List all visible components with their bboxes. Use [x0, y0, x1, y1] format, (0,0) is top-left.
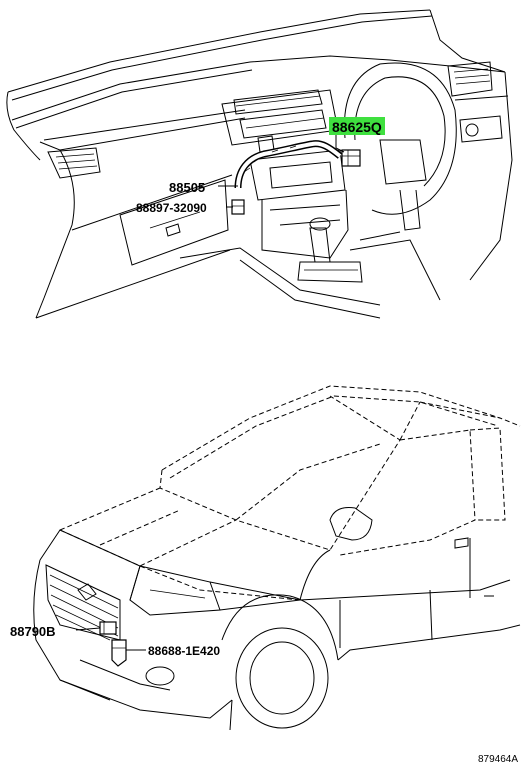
vehicle-illustration	[33, 385, 521, 731]
callout-88790B-label: 88790B	[10, 624, 56, 639]
callout-88688-1E420[interactable]: 88688-1E420	[148, 644, 220, 658]
callout-88625Q-label: 88625Q	[332, 119, 382, 135]
callout-88688-1E420-label: 88688-1E420	[148, 644, 220, 658]
callout-88625Q[interactable]: 88625Q	[329, 117, 385, 135]
sensor-88790B	[99, 621, 117, 635]
callout-88897-32090[interactable]: 88897-32090	[136, 201, 207, 215]
leader-88625Q	[335, 135, 345, 153]
sensor-88625Q	[341, 149, 361, 167]
callout-88897-32090-label: 88897-32090	[136, 201, 207, 215]
leader-88790B	[75, 627, 101, 631]
callout-88505[interactable]: 88505	[169, 180, 205, 195]
clip-88897-32090	[231, 199, 245, 215]
callout-highlight	[329, 117, 385, 135]
dashboard-illustration	[6, 9, 513, 319]
callout-88790B[interactable]: 88790B	[10, 624, 56, 639]
bracket-88688-1E420	[111, 639, 127, 667]
diagram-id: 879464A	[478, 754, 518, 765]
wire-harness-88505	[234, 140, 343, 189]
callout-88505-label: 88505	[169, 180, 205, 195]
